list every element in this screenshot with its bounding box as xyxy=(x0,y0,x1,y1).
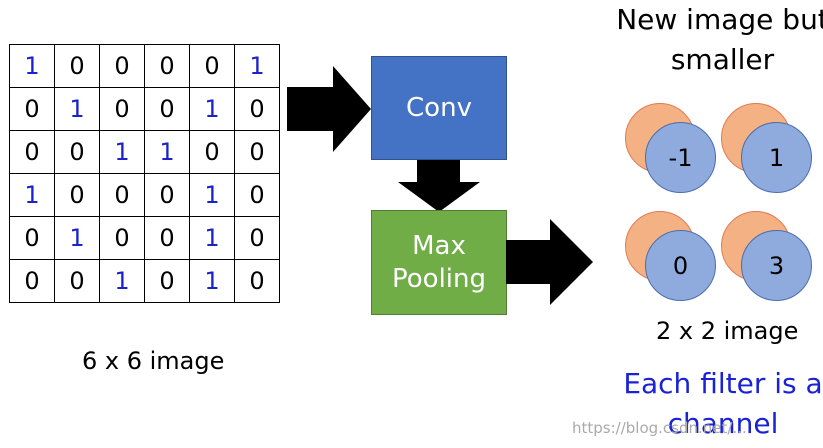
grid-cell: 1 xyxy=(189,173,235,217)
feature-map-value-circle: 0 xyxy=(645,230,716,301)
grid-cell: 0 xyxy=(9,130,55,174)
conv-label: Conv xyxy=(406,92,472,123)
grid-cell: 0 xyxy=(99,44,145,88)
grid-cell: 0 xyxy=(189,130,235,174)
grid-cell: 0 xyxy=(234,216,280,260)
output-caption: 2 x 2 image xyxy=(656,317,799,345)
grid-cell: 0 xyxy=(9,87,55,131)
grid-cell: 1 xyxy=(99,259,145,303)
grid-cell: 0 xyxy=(9,216,55,260)
max-pooling-box: Max Pooling xyxy=(371,210,507,315)
grid-cell: 1 xyxy=(9,44,55,88)
grid-cell: 0 xyxy=(144,216,190,260)
max-pooling-label: Max Pooling xyxy=(392,231,486,294)
grid-cell: 0 xyxy=(189,44,235,88)
channel-note: Each filter is a channel xyxy=(623,367,823,440)
grid-cell: 0 xyxy=(144,87,190,131)
feature-map-value-circle: -1 xyxy=(645,122,716,193)
right-arrow-icon xyxy=(287,66,371,152)
grid-cell: 0 xyxy=(54,130,100,174)
grid-cell: 1 xyxy=(189,216,235,260)
feature-map-value-circle: 3 xyxy=(741,230,812,301)
grid-cell: 0 xyxy=(144,44,190,88)
grid-cell: 1 xyxy=(144,130,190,174)
grid-cell: 0 xyxy=(54,259,100,303)
grid-cell: 0 xyxy=(99,173,145,217)
grid-cell: 0 xyxy=(99,87,145,131)
grid-cell: 0 xyxy=(144,259,190,303)
conv-box: Conv xyxy=(371,56,507,160)
grid-cell: 0 xyxy=(144,173,190,217)
grid-cell: 0 xyxy=(9,259,55,303)
grid-cell: 0 xyxy=(234,259,280,303)
grid-cell: 0 xyxy=(234,87,280,131)
grid-cell: 1 xyxy=(189,259,235,303)
grid-cell: 0 xyxy=(234,173,280,217)
down-arrow-icon xyxy=(398,160,480,212)
grid-cell: 0 xyxy=(54,173,100,217)
watermark: https://blog.csdn.net/... xyxy=(572,419,747,437)
grid-cell: 0 xyxy=(54,44,100,88)
grid-cell: 1 xyxy=(9,173,55,217)
right-arrow-icon xyxy=(506,219,593,305)
grid-cell: 1 xyxy=(54,216,100,260)
grid-cell: 0 xyxy=(99,216,145,260)
grid-cell: 1 xyxy=(99,130,145,174)
grid-cell: 1 xyxy=(189,87,235,131)
grid-cell: 1 xyxy=(54,87,100,131)
grid-cell: 1 xyxy=(234,44,280,88)
input-caption: 6 x 6 image xyxy=(82,347,225,375)
grid-cell: 0 xyxy=(234,130,280,174)
feature-map-value-circle: 1 xyxy=(741,122,812,193)
output-title: New image but smaller xyxy=(616,3,823,76)
